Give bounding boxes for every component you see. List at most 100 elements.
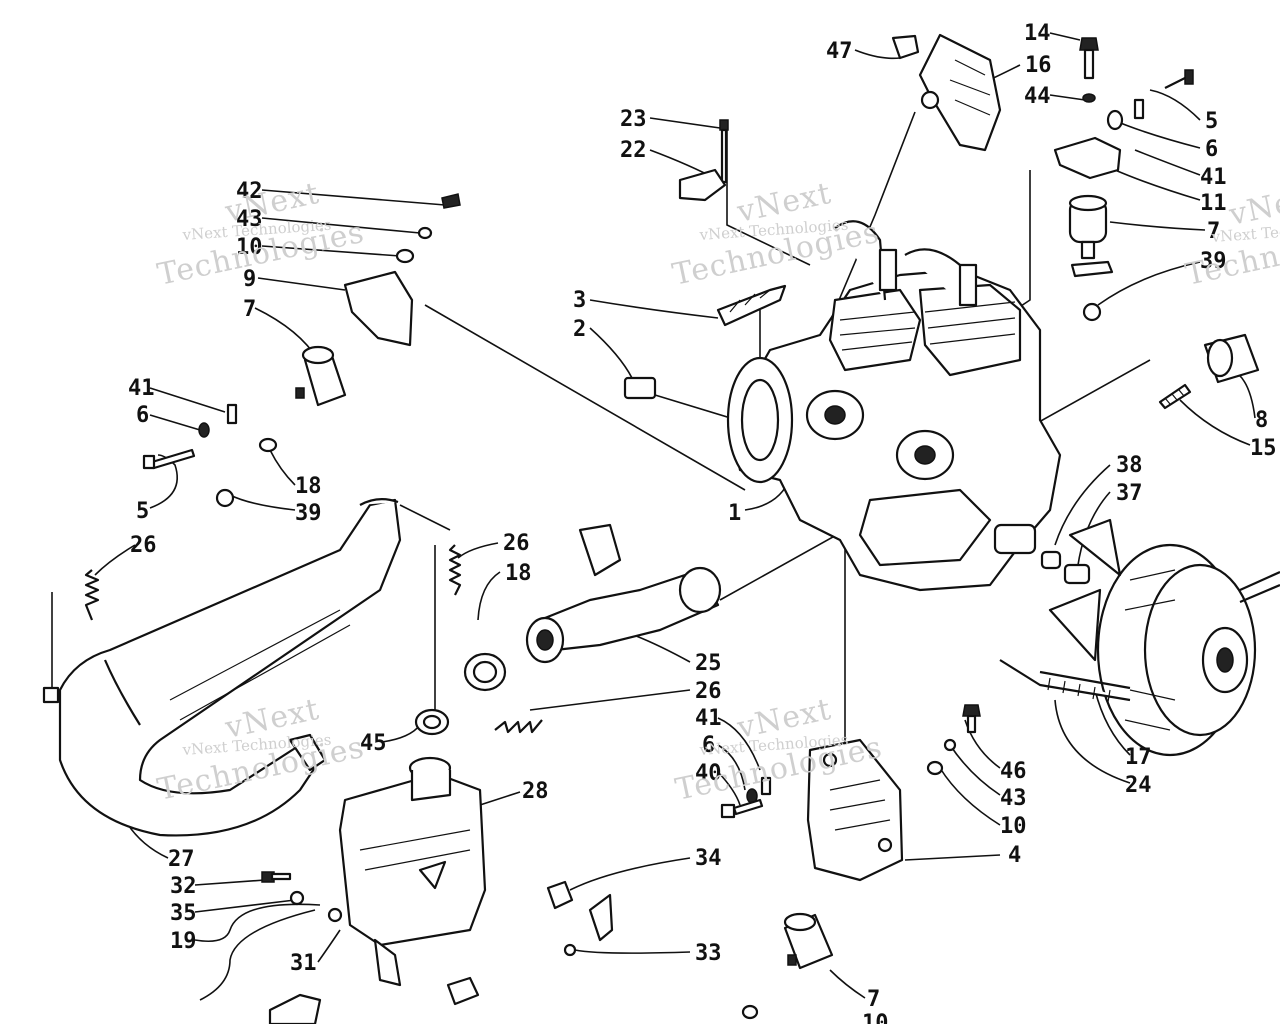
callout-label: 18: [505, 561, 532, 586]
exhaust-manifold-25: [525, 523, 722, 664]
mount-8: [1203, 333, 1260, 384]
callout-label: 6: [136, 403, 149, 428]
callout-label: 10: [1000, 814, 1027, 839]
callout-label: 7: [243, 297, 256, 322]
callout-label: 28: [522, 779, 549, 804]
callout-label: 5: [1205, 109, 1218, 134]
callout-label: 14: [1024, 21, 1051, 46]
washer-10-left: [395, 248, 415, 264]
mount-7-left: [295, 345, 347, 407]
callout-label: 5: [136, 499, 149, 524]
nut-33: [563, 943, 577, 957]
callout-label: 16: [1025, 53, 1052, 78]
callout-label: 15: [1250, 436, 1277, 461]
bracket-11: [1053, 136, 1122, 180]
expansion-chamber-27: [42, 498, 402, 837]
callout-label: 44: [1024, 84, 1051, 109]
washer-43-left: [417, 226, 433, 240]
callout-label: 39: [1200, 249, 1227, 274]
watermarks: vNext Technologies vNext Technologies vN…: [154, 176, 1280, 808]
callout-label: 42: [236, 179, 263, 204]
callout-label: 41: [695, 706, 722, 731]
callout-label: 17: [1125, 745, 1152, 770]
bolt-23: [719, 119, 729, 184]
spring-26-top: [448, 544, 462, 596]
callout-label: 10: [862, 1011, 889, 1024]
seal-18-mid: [463, 652, 507, 692]
plate-9: [343, 270, 414, 347]
muffler-28: [338, 756, 487, 987]
spring-26-left: [84, 569, 100, 621]
engine-block: [726, 220, 1062, 592]
callout-label: 22: [620, 138, 647, 163]
washer-44: [1082, 93, 1096, 103]
callout-label: 43: [236, 207, 263, 232]
bolt-42: [441, 193, 461, 209]
part-bottom-mid: [446, 976, 480, 1006]
washer-6-top: [1106, 109, 1124, 131]
spacer-41-top: [1133, 98, 1145, 120]
nut-39-top: [1082, 302, 1102, 322]
callout-label: 41: [1200, 165, 1227, 190]
key-38: [1040, 550, 1062, 570]
callout-label: 27: [168, 847, 195, 872]
bolt-5-left: [142, 448, 196, 470]
gasket-22: [678, 168, 727, 202]
washer-10-right: [926, 760, 944, 776]
callout-label: 18: [295, 474, 322, 499]
callout-label: 7: [867, 987, 880, 1012]
callout-label: 33: [695, 941, 722, 966]
callout-label: 40: [695, 761, 722, 786]
part-2: [623, 376, 657, 400]
callout-label: 47: [826, 39, 853, 64]
callout-label: 41: [128, 376, 155, 401]
callout-label: 46: [1000, 759, 1027, 784]
bolt-14: [1079, 37, 1099, 80]
callout-label: 38: [1116, 453, 1143, 478]
callout-label: 7: [1207, 219, 1220, 244]
bolt-32: [261, 871, 292, 883]
spacer-41-left: [226, 403, 238, 425]
washer-43-right: [943, 738, 957, 752]
engine-bracket-16: [918, 33, 1002, 152]
spring-26-mid: [494, 719, 543, 734]
callout-label: 6: [702, 733, 715, 758]
callout-label: 9: [243, 267, 256, 292]
callout-label: 26: [695, 679, 722, 704]
callout-label: 23: [620, 107, 647, 132]
callout-labels: 47 16 14 44 5 6 41 11 7 39 23 22 42 43 1…: [128, 21, 1277, 1024]
clip-34: [588, 893, 614, 942]
callout-label: 8: [1255, 408, 1268, 433]
bolt-5-top: [1164, 69, 1194, 89]
washer-18-left: [258, 437, 278, 453]
callout-label: 4: [1008, 843, 1021, 868]
washer-10-bottom: [741, 1004, 759, 1020]
drive-belt-24: [999, 570, 1280, 703]
nut-39-left: [215, 488, 235, 508]
key-37: [1063, 563, 1091, 585]
part-3: [716, 284, 787, 327]
callout-label: 24: [1125, 773, 1152, 798]
callout-label: 35: [170, 901, 197, 926]
mount-7-top: [1068, 194, 1114, 278]
grommet-34: [546, 880, 574, 910]
seal-45: [414, 708, 450, 736]
drive-clutch-17: [1048, 518, 1257, 757]
spacer-41-mid: [760, 776, 772, 796]
callout-label: 10: [236, 235, 263, 260]
callout-label: 39: [295, 501, 322, 526]
callout-label: 34: [695, 846, 722, 871]
callout-label: 3: [573, 288, 586, 313]
callout-label: 19: [170, 929, 197, 954]
callout-label: 37: [1116, 481, 1143, 506]
callout-label: 45: [360, 731, 387, 756]
part-bottom-left: [268, 993, 322, 1024]
bolt-46: [962, 704, 981, 734]
callout-label: 31: [290, 951, 317, 976]
washer-35: [289, 890, 305, 906]
washer-6-left: [198, 422, 210, 438]
bolt-40: [720, 798, 764, 819]
callout-label: 2: [573, 317, 586, 342]
callout-label: 25: [695, 651, 722, 676]
